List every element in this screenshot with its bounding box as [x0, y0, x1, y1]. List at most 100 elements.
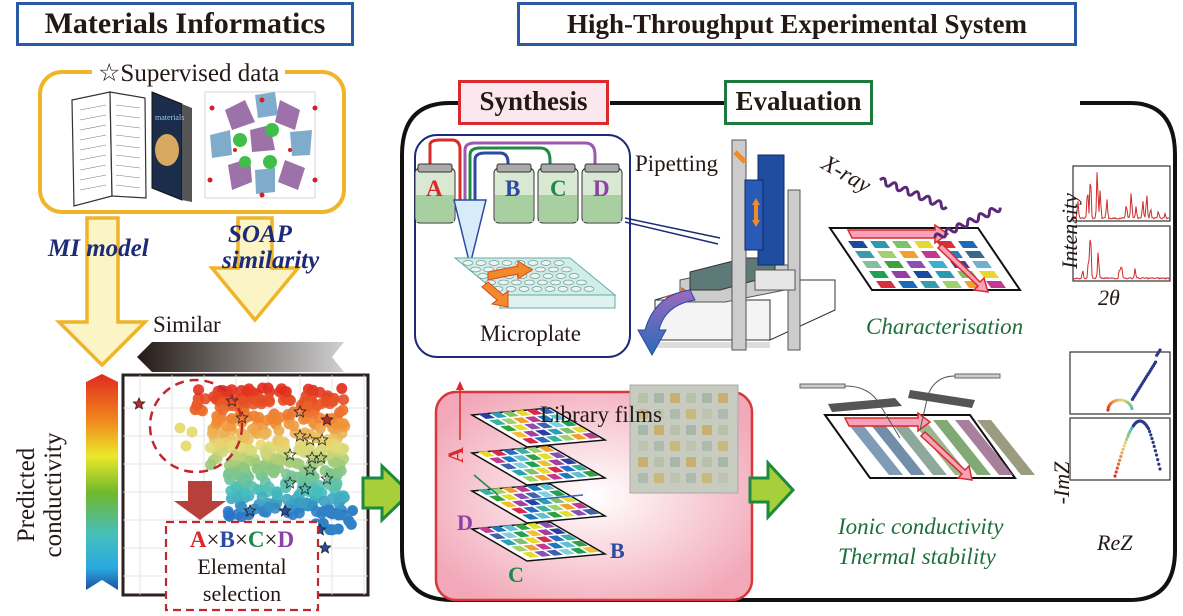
film-cell	[559, 465, 576, 472]
library-film	[469, 407, 608, 448]
axis-label-d: D	[457, 510, 473, 535]
film-cell	[523, 506, 540, 513]
eis-point	[1151, 440, 1155, 444]
film-cell	[582, 432, 599, 439]
xrd-ylabel: Intensity	[1057, 193, 1082, 269]
film-cell	[524, 537, 541, 544]
film-cell	[559, 427, 576, 434]
microplate-well	[563, 279, 574, 286]
microplate-well	[553, 260, 565, 266]
library-photo-cells	[638, 393, 728, 483]
film-cell	[501, 456, 518, 463]
supervised-data-label: ☆Supervised data	[92, 58, 286, 88]
scatter-point	[253, 411, 265, 423]
film-cell	[512, 538, 529, 545]
scatter-point	[280, 478, 292, 490]
film-cell	[489, 457, 506, 464]
element-d: D	[277, 527, 295, 552]
scatter-point	[323, 504, 335, 516]
xrd-sample-cell	[855, 251, 875, 258]
scatter-point	[326, 493, 338, 505]
film-cell	[558, 548, 575, 555]
scatter-point	[207, 427, 218, 439]
svg-text:materials: materials	[155, 113, 184, 122]
photo-cell	[638, 441, 648, 451]
film-cell	[582, 546, 599, 553]
photo-cell	[686, 409, 696, 419]
scatter-point	[330, 456, 342, 468]
photo-cell	[702, 393, 712, 403]
eis-point	[1152, 444, 1156, 448]
xrd-sample-plate	[828, 223, 1022, 293]
elemental-selection-text: A×B×C×D Elemental selection	[166, 526, 318, 607]
xray-diffracted-wave	[933, 207, 1002, 239]
film-cell	[538, 408, 555, 414]
microplate-label: Microplate	[480, 321, 581, 346]
pipetting-label: Pipetting	[635, 151, 719, 176]
scatter-point	[180, 440, 192, 452]
eis-point	[1154, 360, 1158, 364]
colorbar-label-line1: Predicted	[13, 447, 40, 543]
soap-label-line2: similarity	[222, 247, 320, 274]
xrd-sample-cell	[862, 261, 882, 268]
eis-point	[1115, 466, 1119, 470]
eis-point	[1150, 436, 1154, 441]
photo-cell	[718, 409, 728, 419]
microplate-well	[462, 260, 474, 266]
scatter-point	[191, 398, 203, 410]
photo-cell	[638, 409, 648, 419]
scatter-point	[334, 407, 345, 418]
supervised-star-marker	[315, 432, 329, 446]
film-cell	[478, 413, 495, 419]
microplate-well	[477, 273, 489, 279]
scatter-point	[241, 385, 253, 397]
eis-point	[1148, 429, 1152, 434]
photo-cell	[718, 473, 728, 483]
photo-cell	[686, 425, 696, 435]
impedance-electrode-stripe	[867, 420, 925, 475]
film-cell	[478, 451, 495, 457]
film-cell	[560, 458, 577, 465]
film-cell	[489, 533, 506, 540]
eis-point	[1158, 467, 1162, 471]
eis-point	[1157, 462, 1161, 466]
microplate-well	[470, 266, 481, 273]
film-cell	[548, 535, 565, 542]
photo-cell	[702, 441, 712, 451]
film-cell	[570, 471, 587, 478]
film-cell	[546, 473, 563, 480]
film-cell	[549, 490, 566, 497]
eis-plot-bottom	[1069, 417, 1171, 481]
film-cell	[522, 437, 539, 444]
microplate-well	[583, 286, 595, 292]
bottle-d	[581, 163, 623, 224]
microplate-well	[518, 286, 530, 292]
film-cell	[490, 488, 507, 494]
scatter-point	[286, 470, 298, 482]
film-cell	[522, 551, 539, 558]
impedance-electrode-stripe	[955, 420, 1013, 475]
microplate-well	[505, 286, 517, 292]
film-cell	[513, 455, 530, 462]
film-cell	[511, 507, 528, 514]
scatter-point	[302, 444, 314, 456]
xrd-sample-cell	[848, 241, 868, 248]
scatter-point	[193, 384, 204, 396]
film-cell	[571, 426, 588, 433]
hts-frame	[400, 101, 1177, 602]
selection-down-arrow	[174, 481, 226, 520]
hts-title-text: High-Throughput Experimental System	[566, 9, 1028, 39]
scatter-point	[276, 383, 288, 395]
eis-point	[1118, 398, 1123, 402]
supervised-star-marker	[225, 393, 239, 407]
film-cell	[538, 484, 555, 490]
bottle-label-a: A	[426, 176, 443, 201]
film-cell	[490, 526, 507, 532]
probe-icons	[799, 373, 1001, 439]
scatter-point	[343, 515, 355, 527]
xrd-sample-cell	[928, 261, 948, 268]
impedance-electrode-stripe	[845, 420, 903, 475]
photo-cell	[686, 473, 696, 483]
scatter-point	[329, 442, 341, 454]
film-cell	[525, 416, 542, 423]
